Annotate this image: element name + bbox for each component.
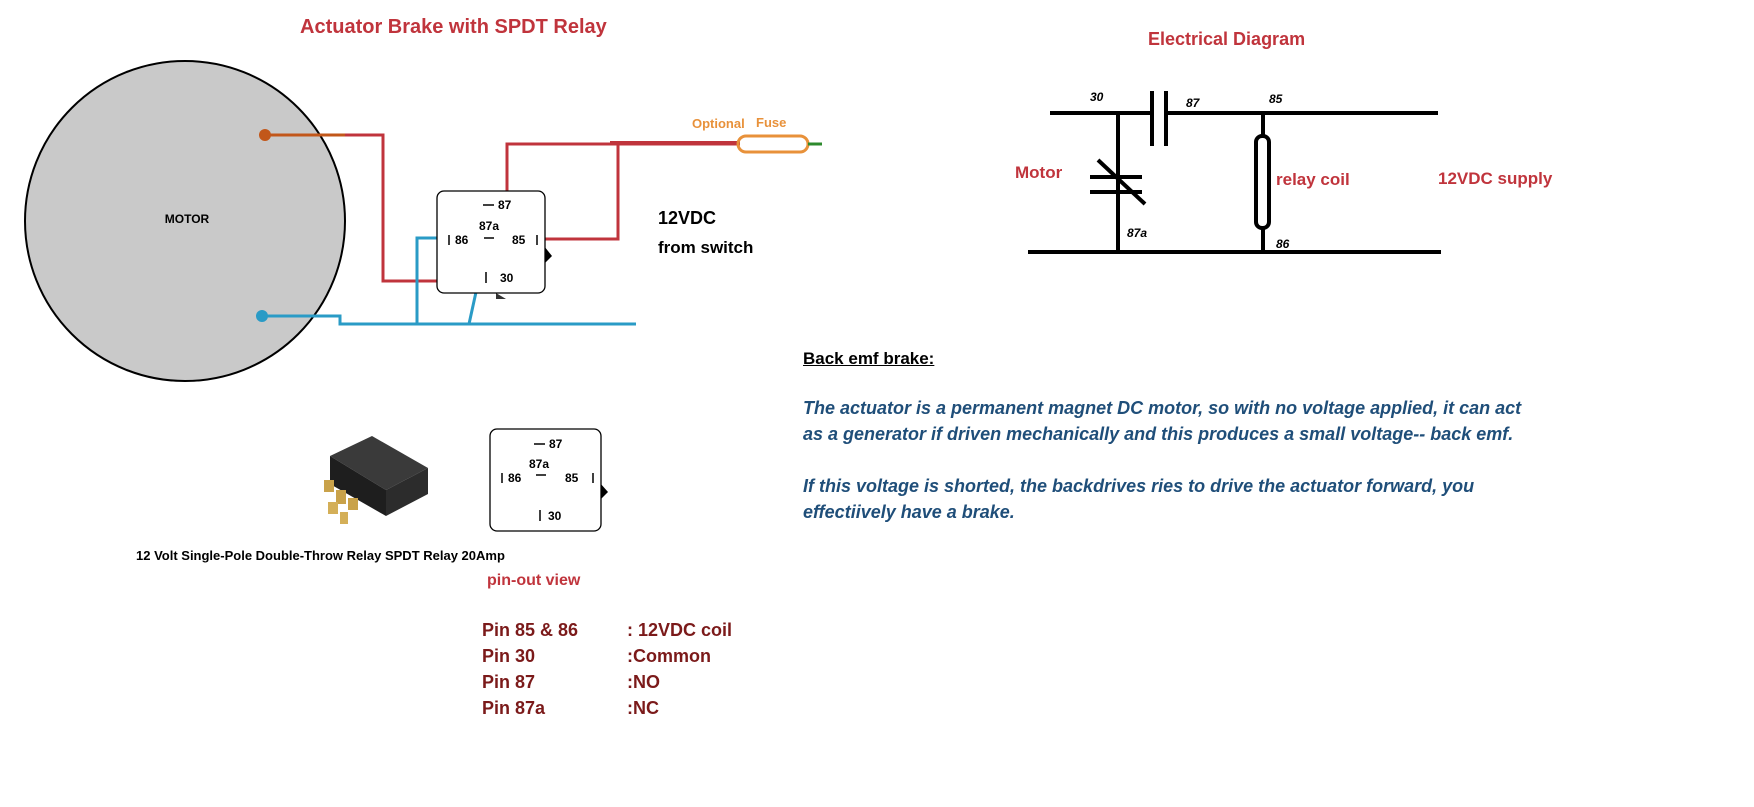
node-87: 87 xyxy=(1186,96,1201,110)
pinout-pin-87: 87 xyxy=(549,437,563,451)
node-85: 85 xyxy=(1269,92,1283,106)
pinout-pin-85: 85 xyxy=(565,471,579,485)
fuse xyxy=(736,134,810,154)
notes-paragraph-2-line-1: If this voltage is shorted, the backdriv… xyxy=(803,476,1475,496)
pin-name: Pin 30 xyxy=(482,646,536,666)
electrical-motor-label: Motor xyxy=(1015,163,1063,182)
pin-desc: :Common xyxy=(627,646,711,666)
node-30: 30 xyxy=(1090,90,1104,104)
pinout-title: pin-out view xyxy=(487,572,581,589)
notes-heading: Back emf brake: xyxy=(803,349,935,368)
pinout-pin-30: 30 xyxy=(548,509,562,523)
wiring-diagram: MOTOR 87 87a 86 85 30 xyxy=(24,60,822,382)
pinout-pin-86: 86 xyxy=(508,471,522,485)
pin-name: Pin 87a xyxy=(482,698,546,718)
pin-name: Pin 87 xyxy=(482,672,536,692)
notes-paragraph-1-line-2: as a generator if driven mechanically an… xyxy=(803,424,1514,444)
relay-coil-symbol xyxy=(1254,134,1271,230)
node-86: 86 xyxy=(1276,237,1290,251)
electrical-supply-label: 12VDC supply xyxy=(1438,169,1553,188)
wiring-title: Actuator Brake with SPDT Relay xyxy=(300,16,607,38)
fuse-label: Fuse xyxy=(756,115,787,130)
pin-name: Pin 85 & 86 xyxy=(482,620,579,640)
relay-pin-85: 85 xyxy=(512,233,526,247)
pin-desc: :NO xyxy=(627,672,660,692)
electrical-coil-label: relay coil xyxy=(1276,170,1350,189)
fuse-optional-label: Optional xyxy=(692,116,745,131)
supply-sublabel: from switch xyxy=(658,238,754,257)
pin-desc: : 12VDC coil xyxy=(627,620,733,640)
wire-pin85-to-supply xyxy=(540,142,620,241)
wire-motor-to-pin30 xyxy=(345,133,480,283)
pin-desc: :NC xyxy=(627,698,659,718)
relay-pin-87a: 87a xyxy=(479,219,499,233)
supply-label: 12VDC xyxy=(658,208,717,228)
relay-photo xyxy=(324,436,428,524)
node-87a: 87a xyxy=(1127,226,1147,240)
relay-pin-30: 30 xyxy=(500,271,514,285)
electrical-schematic: 30 87 85 87a 86 xyxy=(1028,90,1441,254)
notes-paragraph-2-line-2: effectiively have a brake. xyxy=(803,502,1015,522)
relay-photo-caption: 12 Volt Single-Pole Double-Throw Relay S… xyxy=(136,548,505,563)
motor-label: MOTOR xyxy=(165,212,210,226)
pinout-diagram: 87 87a 86 85 30 xyxy=(489,428,608,532)
relay-pin-86: 86 xyxy=(455,233,469,247)
relay-box xyxy=(436,190,546,294)
pinout-pin-87a: 87a xyxy=(529,457,549,471)
notes-paragraph-1-line-1: The actuator is a permanent magnet DC mo… xyxy=(803,398,1522,418)
wire-motor-negative xyxy=(262,314,636,326)
electrical-title: Electrical Diagram xyxy=(1148,29,1306,49)
relay-pin-87: 87 xyxy=(498,198,512,212)
